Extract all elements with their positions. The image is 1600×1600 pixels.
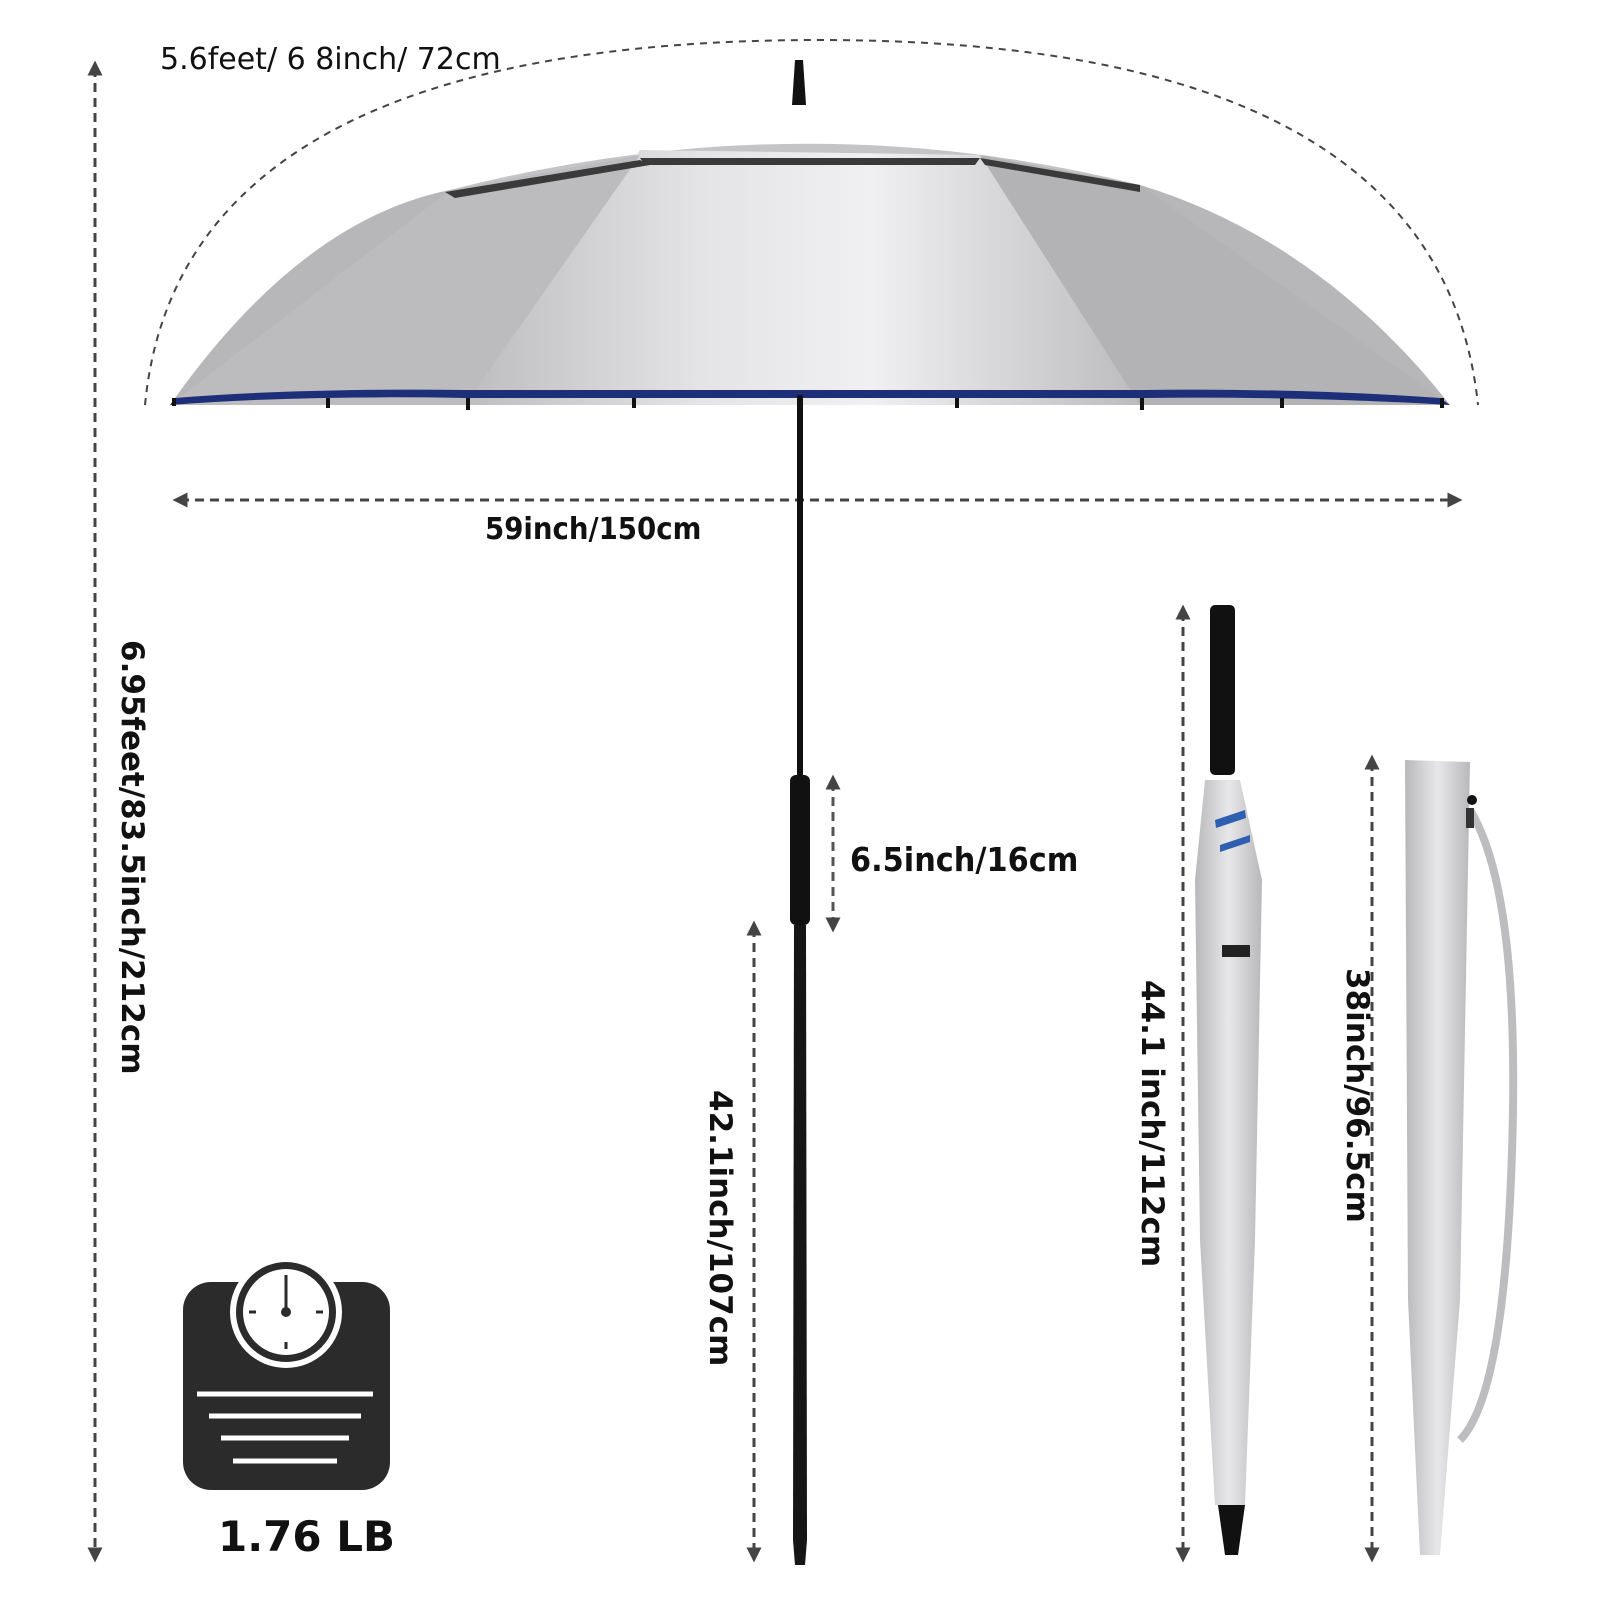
weight-label: 1.76 LB	[218, 1512, 396, 1561]
weighing-scale-icon	[183, 1256, 390, 1490]
closed-length-label: 44.1 inch/112cm	[1134, 980, 1170, 1268]
shaft-length-label: 42.1inch/107cm	[702, 1090, 738, 1367]
arc-length-label: 5.6feet/ 6 8inch/ 72cm	[160, 42, 501, 77]
arc-dimension-line	[144, 38, 1479, 406]
umbrella-cover	[1364, 754, 1518, 1563]
open-width-label: 59inch/150cm	[485, 512, 702, 547]
handle	[790, 775, 810, 925]
open-canopy	[170, 60, 1450, 410]
shaft	[797, 395, 803, 775]
handle-length-label: 6.5inch/16cm	[850, 840, 1079, 879]
cover-length-label: 38inch/96.5cm	[1339, 968, 1375, 1223]
closed-umbrella	[1175, 604, 1262, 1563]
total-height-label: 6.95feet/83.5inch/212cm	[114, 640, 150, 1075]
